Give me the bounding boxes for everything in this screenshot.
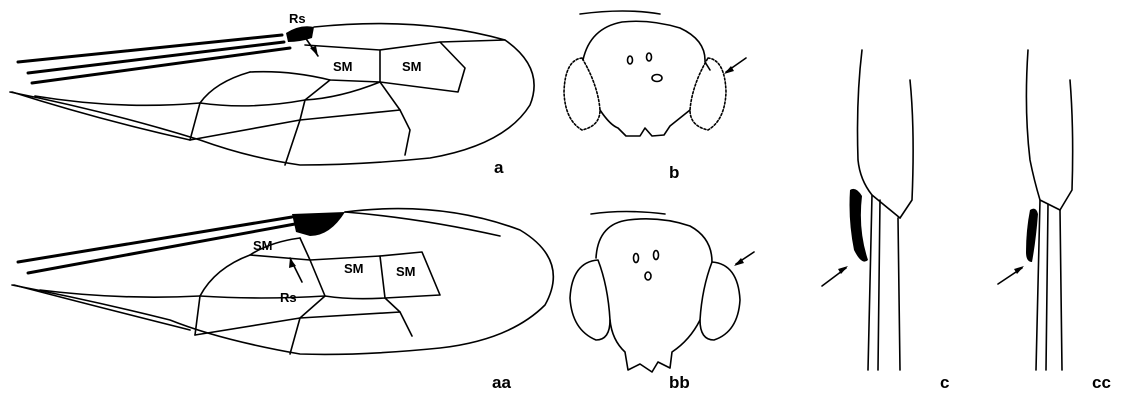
sm-label-aa-2: SM bbox=[344, 261, 364, 276]
eye-left-b bbox=[564, 58, 600, 130]
sm-label-aa-3: SM bbox=[396, 264, 416, 279]
sm-label-aa-1: SM bbox=[253, 238, 273, 253]
eye-right-bb bbox=[700, 262, 740, 340]
spur-c bbox=[850, 189, 869, 262]
ocellus-left-bb bbox=[634, 254, 639, 263]
head-b: b bbox=[564, 11, 746, 182]
panel-label-b: b bbox=[669, 163, 679, 182]
head-bb: bb bbox=[570, 212, 754, 393]
stigma-aa bbox=[292, 212, 345, 236]
eye-left-bb bbox=[570, 260, 610, 340]
ocellus-median-bb bbox=[645, 272, 651, 280]
sm-label-a-2: SM bbox=[402, 59, 422, 74]
stigma-a bbox=[286, 26, 314, 42]
rs-label-a: Rs bbox=[289, 11, 306, 26]
spur-cc bbox=[1026, 209, 1038, 262]
panel-label-bb: bb bbox=[669, 373, 690, 392]
eye-right-b bbox=[690, 58, 726, 130]
ocellus-right-b bbox=[647, 53, 652, 61]
wing-aa: SM SM SM Rs aa bbox=[12, 209, 553, 392]
leg-c: c bbox=[822, 50, 949, 392]
wing-a: Rs SM SM a bbox=[10, 11, 534, 177]
rs-label-aa: Rs bbox=[280, 290, 297, 305]
panel-label-aa: aa bbox=[492, 373, 511, 392]
sm-label-a-1: SM bbox=[333, 59, 353, 74]
panel-label-c: c bbox=[940, 373, 949, 392]
ocellus-median-b bbox=[652, 75, 662, 82]
panel-label-cc: cc bbox=[1092, 373, 1111, 392]
ocellus-left-b bbox=[628, 56, 633, 64]
ocellus-right-bb bbox=[654, 251, 659, 260]
panel-label-a: a bbox=[494, 158, 504, 177]
leg-cc: cc bbox=[998, 50, 1111, 392]
